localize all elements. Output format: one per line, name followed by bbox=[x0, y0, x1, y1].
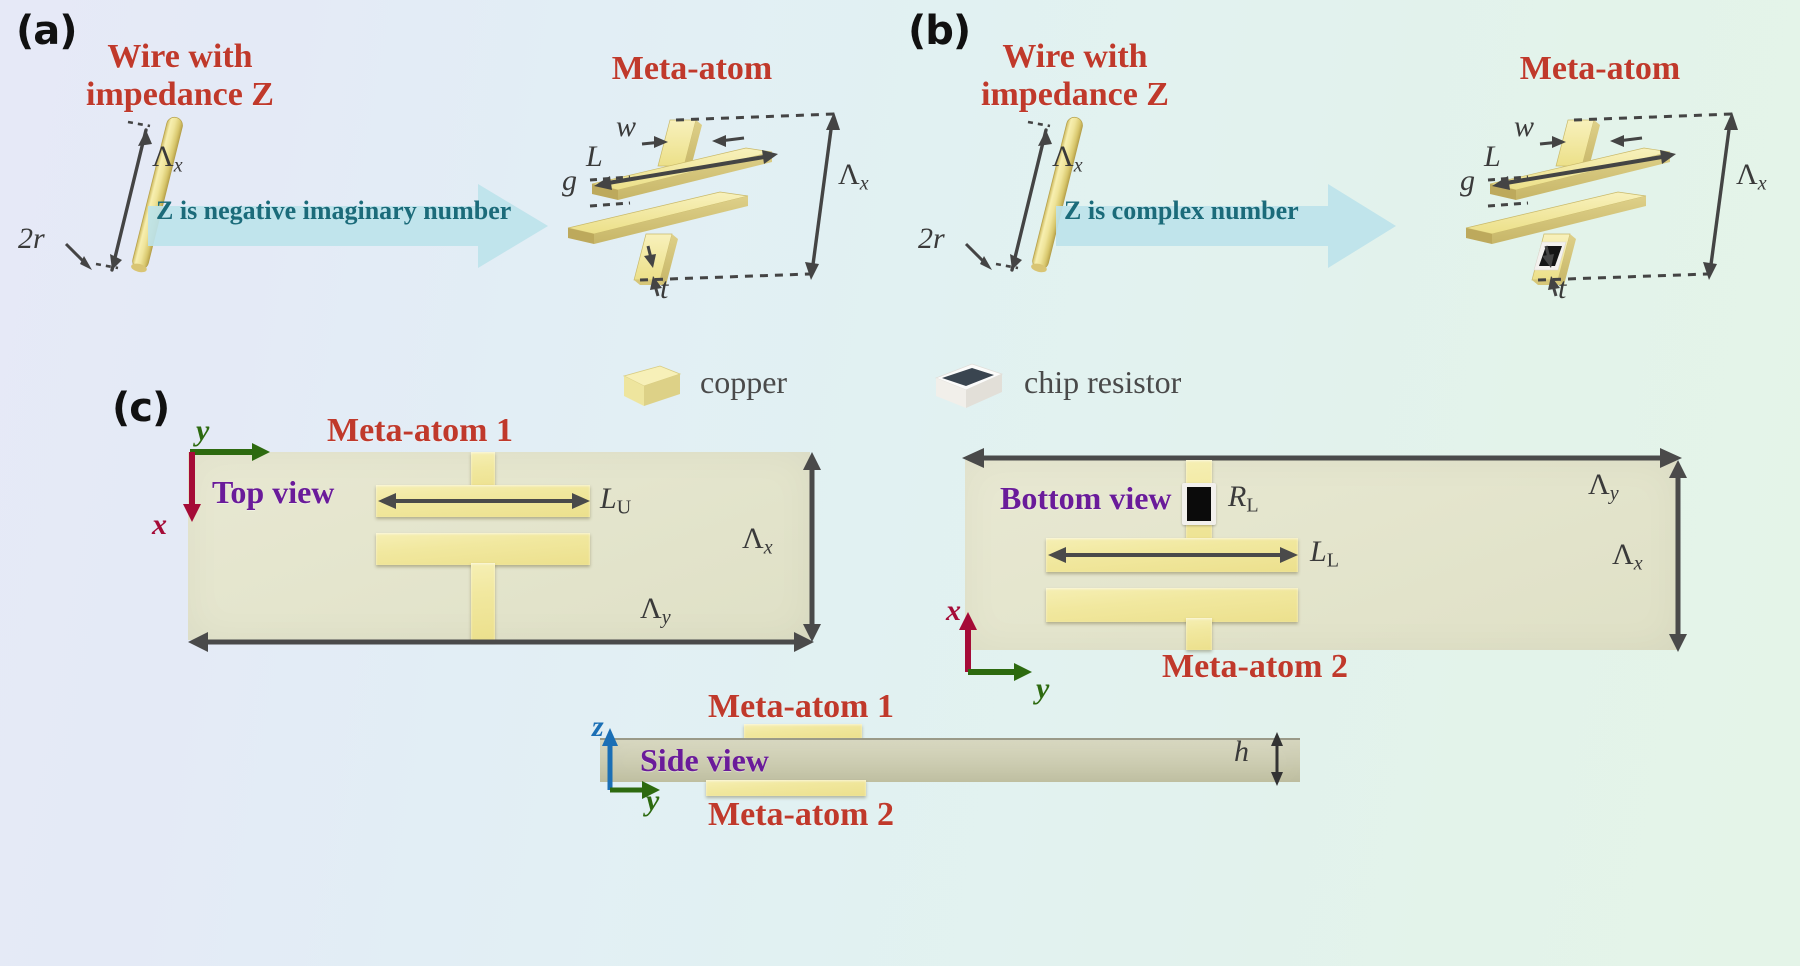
panel-a-meta-period-x-label: Λx bbox=[838, 158, 869, 195]
bottom-view-period-y-arrow bbox=[962, 444, 1682, 472]
side-view-thickness-arrow bbox=[1266, 732, 1290, 786]
panel-b-thickness-label: t bbox=[1558, 272, 1567, 305]
panel-a-width-arrows bbox=[640, 128, 750, 158]
panel-a-period-x-arrow bbox=[88, 108, 228, 288]
legend-chip-resistor-icon bbox=[930, 356, 1010, 418]
panel-a-width-label: w bbox=[616, 110, 637, 143]
legend-copper-icon bbox=[616, 358, 686, 416]
panel-c-tag: (c) bbox=[112, 385, 170, 431]
panel-b-length-label: L bbox=[1484, 140, 1501, 173]
top-view-length-arrow bbox=[376, 489, 592, 513]
top-view-axis-y-label: y bbox=[196, 414, 210, 447]
panel-a-wire-title: Wire with impedance Z bbox=[45, 38, 315, 114]
panel-a-radius-arrow bbox=[62, 238, 122, 286]
panel-a-length-label: L bbox=[586, 140, 603, 173]
panel-a-thickness-arrows bbox=[632, 240, 682, 300]
panel-a-meta-atom-graphic bbox=[560, 100, 880, 300]
bottom-view-axes bbox=[946, 596, 1066, 686]
top-view-length-label: LU bbox=[600, 482, 632, 519]
side-view-axes bbox=[592, 716, 702, 806]
legend-chip-resistor-label: chip resistor bbox=[1024, 364, 1182, 400]
panel-a-gap-lines bbox=[589, 175, 670, 216]
bottom-view-resistor-label: RL bbox=[1228, 480, 1259, 517]
panel-a-wire-title-line2: impedance Z bbox=[86, 76, 274, 114]
panel-a-wire-title-line1: Wire with bbox=[107, 38, 253, 75]
panel-b-meta-title: Meta-atom bbox=[1519, 50, 1681, 87]
bottom-view-length-label: LL bbox=[1310, 535, 1339, 572]
side-view-label: Side view bbox=[640, 742, 769, 778]
panel-b-wire-graphic bbox=[960, 110, 1160, 290]
side-view-title-top: Meta-atom 1 bbox=[708, 688, 894, 725]
top-view-period-x-label: Λx bbox=[742, 522, 773, 559]
side-view-thickness-label: h bbox=[1234, 735, 1249, 768]
panel-a-period-x-label: Λx bbox=[152, 140, 183, 177]
bottom-view-period-y-label: Λy bbox=[1588, 468, 1619, 505]
top-view-axis-x-label: x bbox=[152, 508, 167, 541]
side-view-meta-atom-1-strip bbox=[744, 724, 862, 738]
legend-copper-label: copper bbox=[700, 364, 788, 400]
panel-a-tag: (a) bbox=[16, 8, 78, 54]
bottom-view-resistor-core bbox=[1187, 487, 1211, 521]
bottom-view-title: Meta-atom 2 bbox=[1162, 648, 1348, 685]
panel-a-thickness-label: t bbox=[660, 272, 669, 305]
bottom-view-axis-x-label: x bbox=[946, 594, 961, 627]
panel-b-transform-arrow bbox=[1056, 182, 1396, 274]
panel-a-period-bounds bbox=[639, 110, 890, 310]
bottom-view-lower-stem bbox=[1186, 618, 1212, 650]
top-view-label: Top view bbox=[212, 474, 335, 510]
bottom-view-axis-y-label: y bbox=[1036, 672, 1050, 705]
panel-b-gap-lines bbox=[1487, 175, 1568, 216]
top-view-period-y-arrow bbox=[188, 628, 814, 656]
panel-b-arrow-text: Z is complex number bbox=[1064, 196, 1299, 225]
side-view-title-bottom: Meta-atom 2 bbox=[708, 796, 894, 833]
bottom-view-label: Bottom view bbox=[1000, 480, 1172, 516]
top-view-title: Meta-atom 1 bbox=[327, 412, 513, 449]
panel-b-width-arrows bbox=[1538, 128, 1648, 158]
top-view-axes bbox=[183, 418, 306, 538]
top-view-lower-stem bbox=[471, 563, 495, 640]
side-view-substrate bbox=[600, 738, 1300, 782]
top-view-period-x-arrow bbox=[798, 452, 828, 642]
panel-b-period-bounds bbox=[1537, 110, 1788, 310]
panel-a-arrow-text: Z is negative imaginary number bbox=[156, 196, 512, 225]
panel-b-width-label: w bbox=[1514, 110, 1535, 143]
panel-a-gap-label: g bbox=[562, 164, 577, 197]
panel-b-thickness-arrows bbox=[1530, 240, 1580, 300]
side-view-meta-atom-2-strip bbox=[706, 780, 866, 796]
panel-a-radius-label: 2r bbox=[18, 222, 45, 255]
bottom-view-lower-bar bbox=[1046, 588, 1298, 622]
bottom-view-length-arrow bbox=[1046, 543, 1300, 567]
panel-b-wire-title-line2: impedance Z bbox=[981, 76, 1169, 114]
bottom-view-period-x-label: Λx bbox=[1612, 538, 1643, 575]
side-view-axis-z-label: z bbox=[592, 710, 604, 743]
panel-b-tag: (b) bbox=[908, 8, 971, 54]
panel-b-meta-period-x-label: Λx bbox=[1736, 158, 1767, 195]
panel-b-wire-title-line1: Wire with bbox=[1002, 38, 1148, 75]
top-view-period-y-label: Λy bbox=[640, 592, 671, 629]
panel-b-radius-arrow bbox=[962, 238, 1022, 286]
side-view-axis-y-label: y bbox=[646, 784, 660, 817]
panel-b-period-x-label: Λx bbox=[1052, 140, 1083, 177]
panel-b-period-x-arrow bbox=[988, 108, 1128, 288]
panel-a-meta-title: Meta-atom bbox=[611, 50, 773, 87]
panel-b-wire-title: Wire with impedance Z bbox=[940, 38, 1210, 114]
panel-a-wire-graphic bbox=[60, 110, 260, 290]
panel-b-radius-label: 2r bbox=[918, 222, 945, 255]
bottom-view-resistor-chip bbox=[1182, 483, 1216, 525]
panel-a-transform-arrow bbox=[148, 182, 548, 274]
top-view-lower-bar bbox=[376, 533, 590, 565]
panel-b-gap-label: g bbox=[1460, 164, 1475, 197]
bottom-view-period-x-arrow bbox=[1664, 460, 1694, 652]
